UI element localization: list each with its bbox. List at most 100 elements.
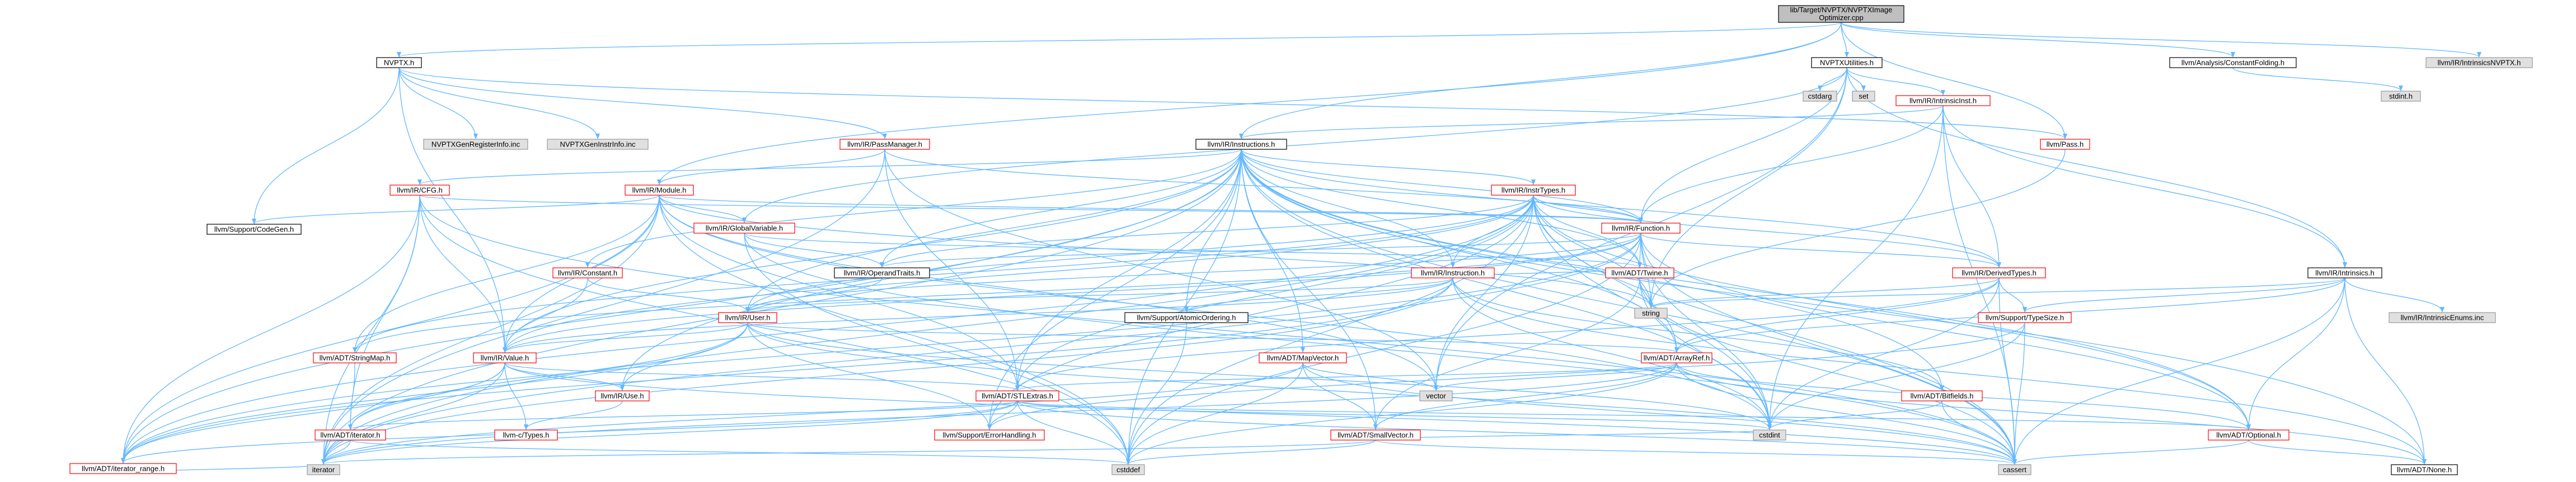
node-function[interactable]: llvm/IR/Function.h bbox=[1601, 223, 1681, 234]
node-codegen[interactable]: llvm/Support/CodeGen.h bbox=[207, 224, 302, 235]
node-label: llvm/Support/ErrorHandling.h bbox=[943, 431, 1036, 440]
node-box bbox=[1778, 5, 1904, 23]
node-label: llvm/Support/AtomicOrdering.h bbox=[1137, 314, 1236, 322]
edge-arrayref-to-vector bbox=[1434, 362, 1677, 391]
node-bitfields[interactable]: llvm/ADT/Bitfields.h bbox=[1901, 390, 1983, 401]
node-label: llvm/ADT/None.h bbox=[2397, 466, 2452, 474]
node-box bbox=[1634, 308, 1668, 319]
edge-typesize-to-cassert bbox=[2012, 322, 2025, 465]
edge-instructions-to-operandtraits bbox=[880, 149, 1242, 268]
node-stlextras[interactable]: llvm/ADT/STLExtras.h bbox=[975, 390, 1059, 401]
edge-stlextras-to-optional bbox=[1017, 400, 2251, 430]
node-box bbox=[1330, 429, 1421, 441]
edge-stlextras-to-cstddef bbox=[1017, 400, 1130, 465]
edge-instructions-to-instrtypes bbox=[1241, 149, 1536, 185]
node-instrtypes[interactable]: llvm/IR/InstrTypes.h bbox=[1491, 185, 1576, 196]
node-cstdarg: cstdarg bbox=[1803, 91, 1837, 102]
node-box bbox=[2040, 139, 2090, 150]
node-pass[interactable]: llvm/Pass.h bbox=[2040, 139, 2090, 150]
node-label: llvm/IR/Use.h bbox=[600, 392, 644, 400]
node-label: llvm/ADT/STLExtras.h bbox=[982, 392, 1053, 400]
node-reginfo: NVPTXGenRegisterInfo.inc bbox=[423, 139, 528, 150]
node-derivedtypes[interactable]: llvm/IR/DerivedTypes.h bbox=[1952, 267, 2046, 278]
node-box bbox=[315, 429, 386, 441]
node-box bbox=[552, 267, 623, 278]
node-cstddef: cstddef bbox=[1111, 464, 1145, 475]
edge-optional-to-none bbox=[2248, 440, 2427, 465]
edge-user-to-cassert bbox=[747, 322, 2017, 465]
node-intrinsics[interactable]: llvm/IR/Intrinsics.h bbox=[2307, 267, 2382, 278]
node-passmgr[interactable]: llvm/IR/PassManager.h bbox=[839, 139, 930, 150]
node-box bbox=[1411, 267, 1495, 278]
node-use[interactable]: llvm/IR/Use.h bbox=[595, 390, 650, 401]
node-mapvector[interactable]: llvm/ADT/MapVector.h bbox=[1259, 352, 1347, 363]
node-label: llvm/ADT/iterator_range.h bbox=[82, 465, 165, 473]
edge-instruction-to-iterator_std bbox=[321, 277, 1453, 465]
edge-function-to-derivedtypes bbox=[1640, 233, 2001, 268]
edge-derivedtypes-to-cassert bbox=[1998, 277, 2017, 465]
node-box bbox=[2208, 429, 2289, 441]
node-arrayref[interactable]: llvm/ADT/ArrayRef.h bbox=[1641, 352, 1712, 363]
node-instruction[interactable]: llvm/IR/Instruction.h bbox=[1411, 267, 1495, 278]
node-label: llvm/IR/IntrinsicEnums.inc bbox=[2401, 314, 2484, 322]
node-typesize[interactable]: llvm/Support/TypeSize.h bbox=[1978, 312, 2072, 323]
edge-instructions-to-user bbox=[745, 149, 1242, 313]
node-label: llvm/ADT/MapVector.h bbox=[1267, 354, 1339, 362]
node-instructions[interactable]: llvm/IR/Instructions.h bbox=[1195, 139, 1287, 150]
node-constfold[interactable]: llvm/Analysis/ConstantFolding.h bbox=[2169, 57, 2297, 68]
node-nvptx_h[interactable]: NVPTX.h bbox=[376, 57, 422, 68]
node-intrinsicinst[interactable]: llvm/IR/IntrinsicInst.h bbox=[1895, 95, 1991, 106]
node-operandtraits[interactable]: llvm/IR/OperandTraits.h bbox=[834, 267, 930, 278]
edge-globalvar-to-twine bbox=[744, 233, 1642, 268]
node-label: llvm/IR/Module.h bbox=[632, 186, 687, 195]
node-cfg[interactable]: llvm/IR/CFG.h bbox=[390, 185, 450, 196]
node-label: stdint.h bbox=[2389, 92, 2413, 101]
edge-instructions-to-constant bbox=[585, 149, 1242, 268]
node-box bbox=[1605, 267, 1674, 278]
node-value[interactable]: llvm/IR/Value.h bbox=[473, 352, 537, 363]
node-box bbox=[1601, 223, 1681, 234]
node-none[interactable]: llvm/ADT/None.h bbox=[2391, 464, 2458, 475]
node-errorhandling[interactable]: llvm/Support/ErrorHandling.h bbox=[934, 429, 1045, 441]
edge-instructions-to-function bbox=[1241, 149, 1643, 223]
node-iterator[interactable]: llvm/ADT/iterator.h bbox=[315, 429, 386, 441]
node-label: NVPTXGenInstrInfo.inc bbox=[560, 140, 636, 149]
node-label: llvm/IR/Function.h bbox=[1612, 224, 1670, 233]
node-ctypes[interactable]: llvm-c/Types.h bbox=[494, 429, 558, 441]
edge-module-to-cstddef bbox=[659, 195, 1130, 465]
node-atomicordering[interactable]: llvm/Support/AtomicOrdering.h bbox=[1124, 312, 1249, 323]
node-module[interactable]: llvm/IR/Module.h bbox=[625, 185, 694, 196]
node-twine[interactable]: llvm/ADT/Twine.h bbox=[1605, 267, 1674, 278]
edge-nvptxutil-to-intrinsicinst bbox=[1846, 67, 1945, 96]
node-optional[interactable]: llvm/ADT/Optional.h bbox=[2208, 429, 2289, 441]
node-iterrange[interactable]: llvm/ADT/iterator_range.h bbox=[69, 463, 177, 474]
node-smallvector[interactable]: llvm/ADT/SmallVector.h bbox=[1330, 429, 1421, 441]
edge-instrtypes-to-stringmap bbox=[353, 195, 1534, 353]
edge-nvptx_h-to-instrinfo bbox=[398, 67, 600, 139]
node-stringmap[interactable]: llvm/ADT/StringMap.h bbox=[313, 352, 397, 363]
node-label: llvm/IR/DerivedTypes.h bbox=[1962, 269, 2037, 277]
node-intrenums: llvm/IR/IntrinsicEnums.inc bbox=[2389, 312, 2496, 323]
node-user[interactable]: llvm/IR/User.h bbox=[718, 312, 777, 323]
edge-iterator-to-cstddef bbox=[350, 440, 1130, 465]
node-box bbox=[1952, 267, 2046, 278]
node-box bbox=[2307, 267, 2382, 278]
edge-instructions-to-use bbox=[620, 149, 1242, 391]
node-box bbox=[2169, 57, 2297, 68]
node-box bbox=[1901, 390, 1983, 401]
node-box bbox=[390, 185, 450, 196]
edge-module-to-function bbox=[659, 195, 1643, 223]
edge-root-to-intrnvptx bbox=[1841, 22, 2481, 58]
edge-mapvector-to-smallvector bbox=[1302, 362, 1378, 430]
edge-passmgr-to-module bbox=[657, 149, 885, 185]
node-constant[interactable]: llvm/IR/Constant.h bbox=[552, 267, 623, 278]
edge-nvptx_h-to-pass bbox=[398, 67, 2067, 139]
edge-nvptx_h-to-codegen bbox=[252, 67, 400, 224]
node-nvptxutil[interactable]: NVPTXUtilities.h bbox=[1811, 57, 1883, 68]
edge-instrtypes-to-cassert bbox=[1533, 195, 2017, 465]
node-stdint: stdint.h bbox=[2381, 91, 2421, 102]
edge-atomicordering-to-cstddef bbox=[1126, 322, 1187, 465]
node-globalvar[interactable]: llvm/IR/GlobalVariable.h bbox=[693, 223, 795, 234]
edge-mapvector-to-cassert bbox=[1302, 362, 2017, 465]
